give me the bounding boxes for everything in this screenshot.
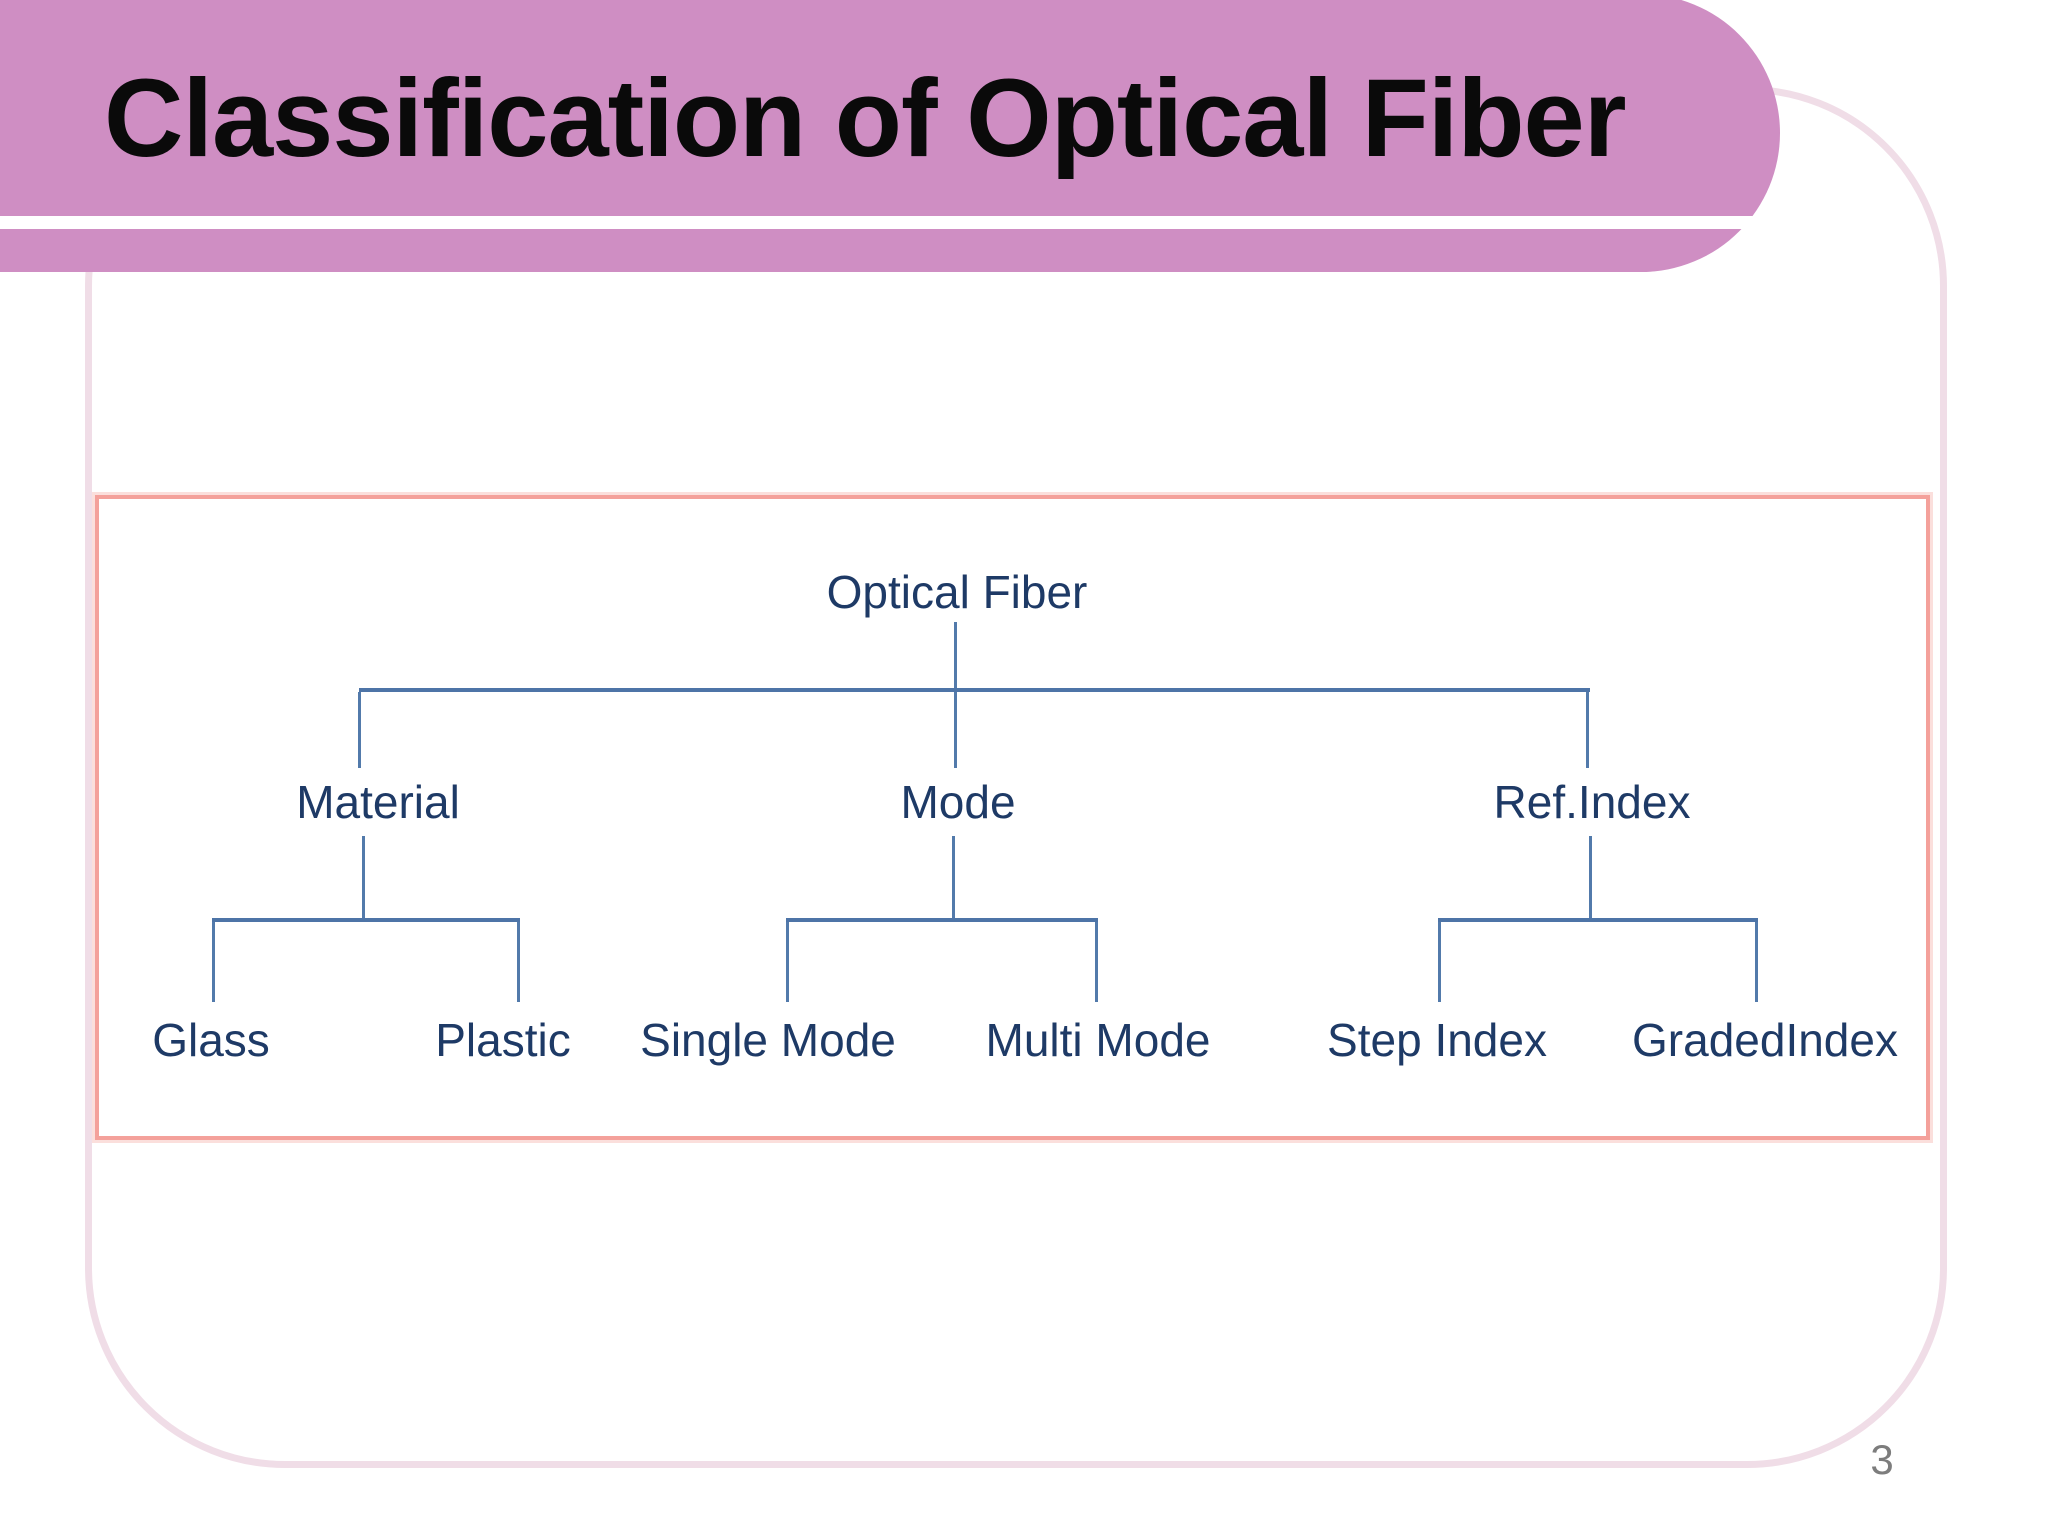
connector-multimode-drop: [1095, 922, 1098, 1002]
connector-singlemode-drop: [786, 922, 789, 1002]
page-number: 3: [1870, 1436, 1894, 1483]
tree-node-root: Optical Fiber: [826, 566, 1088, 618]
connector-refindex-drop: [1586, 692, 1589, 768]
connector-mode-stem: [952, 836, 955, 922]
title-banner: [0, 0, 1780, 272]
connector-refindex-stem: [1589, 836, 1592, 922]
connector-mode-rail: [786, 918, 1098, 922]
connector-glass-drop: [212, 922, 215, 1002]
tree-leaf-step-index: Step Index: [1327, 1014, 1547, 1066]
connector-refindex-rail: [1438, 918, 1758, 922]
tree-node-mode: Mode: [900, 776, 1016, 828]
tree-node-refindex: Ref.Index: [1493, 776, 1691, 828]
connector-gradedindex-drop: [1755, 922, 1758, 1002]
connector-stepindex-drop: [1438, 922, 1441, 1002]
tree-node-material: Material: [296, 776, 460, 828]
connector-mode-drop: [954, 692, 957, 768]
connector-root-drop: [954, 622, 957, 690]
connector-level1-rail: [359, 688, 1590, 692]
tree-leaf-graded-index: GradedIndex: [1632, 1014, 1898, 1066]
connector-material-stem: [362, 836, 365, 922]
tree-leaf-multi-mode: Multi Mode: [985, 1014, 1211, 1066]
tree-leaf-glass: Glass: [152, 1014, 270, 1066]
connector-material-drop: [358, 692, 361, 768]
connector-material-rail: [212, 918, 520, 922]
tree-leaf-single-mode: Single Mode: [640, 1014, 896, 1066]
slide-title: Classification of Optical Fiber: [104, 57, 1627, 180]
tree-leaf-plastic: Plastic: [435, 1014, 571, 1066]
connector-plastic-drop: [517, 922, 520, 1002]
diagram-border-box: [95, 495, 1930, 1140]
banner-underline: [0, 216, 1760, 229]
